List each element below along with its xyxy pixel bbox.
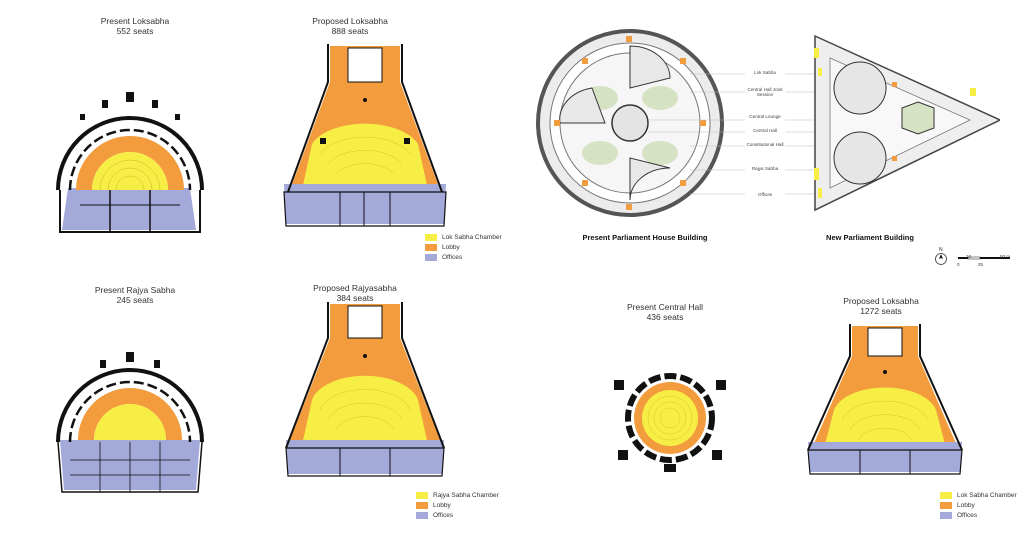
proposed-rajyasabha-title: Proposed Rajyasabha 384 seats <box>313 283 397 303</box>
new-parliament-plan <box>814 34 1000 212</box>
scale-label-10: 10 <box>966 254 972 259</box>
present-loksabha-plan <box>56 92 204 233</box>
proposed-loksabha-title: Proposed Loksabha 888 seats <box>312 16 388 36</box>
present-loksabha-offices <box>62 188 196 230</box>
proposed-loksabha-joint-chamber <box>824 387 946 448</box>
compass-icon <box>935 253 947 265</box>
legend-loksabha-joint: Lok Sabha Chamber Lobby Offices <box>940 490 1017 520</box>
annotation-central-hall-joint-session: Central Hall Joint Session <box>747 87 783 98</box>
proposed-loksabha-offices <box>284 184 446 224</box>
legend-rajyasabha: Rajya Sabha Chamber Lobby Offices <box>416 490 499 520</box>
proposed-rajyasabha-plan <box>285 302 445 477</box>
present-central-hall-chamber <box>642 390 698 446</box>
present-central-hall-title: Present Central Hall 436 seats <box>626 302 704 322</box>
present-loksabha-chamber <box>92 152 168 190</box>
scale-label-50: 50 m <box>1000 254 1011 259</box>
proposed-loksabha-plan <box>283 44 447 227</box>
present-parliament-title: Present Parliament House Building <box>582 233 708 242</box>
present-loksabha-title: Present Loksabha 552 seats <box>100 16 170 36</box>
legend-loksabha: Lok Sabha Chamber Lobby Offices <box>425 232 502 262</box>
present-rajyasabha-title: Present Rajya Sabha 245 seats <box>94 285 176 305</box>
annotation-offices: Offices <box>757 192 773 197</box>
annotation-lok-sabha: Lok Sabha <box>754 70 776 75</box>
scale-label-25: 25 <box>978 262 984 267</box>
present-rajyasabha-plan <box>56 352 204 493</box>
present-rajyasabha-lobby <box>78 388 182 440</box>
proposed-rajyasabha-chamber <box>302 375 428 445</box>
proposed-loksabha-joint-plan <box>807 324 963 475</box>
present-central-hall-plan <box>614 373 726 472</box>
annotation-rajya-sabha: Rajya Sabha <box>751 166 779 171</box>
proposed-loksabha-chamber <box>302 123 428 190</box>
proposed-loksabha-joint-offices <box>808 442 962 472</box>
new-parliament-title: New Parliament Building <box>826 233 914 242</box>
annotation-central-lounge: Central Lounge <box>749 114 781 119</box>
annotation-constitutional-hall: Constitutional Hall <box>746 142 784 147</box>
annotation-central-hall: Central Hall <box>753 128 777 133</box>
present-loksabha-lobby <box>76 136 184 190</box>
compass-label: N <box>939 247 943 253</box>
present-rajyasabha-chamber <box>94 404 166 440</box>
site-plan <box>536 29 1000 217</box>
proposed-rajyasabha-offices <box>286 440 444 474</box>
compass-and-scale <box>935 253 1010 265</box>
scale-label-0: 0 <box>957 262 960 267</box>
proposed-loksabha-joint-title: Proposed Loksabha 1272 seats <box>843 296 919 316</box>
present-parliament-plan <box>536 29 724 217</box>
